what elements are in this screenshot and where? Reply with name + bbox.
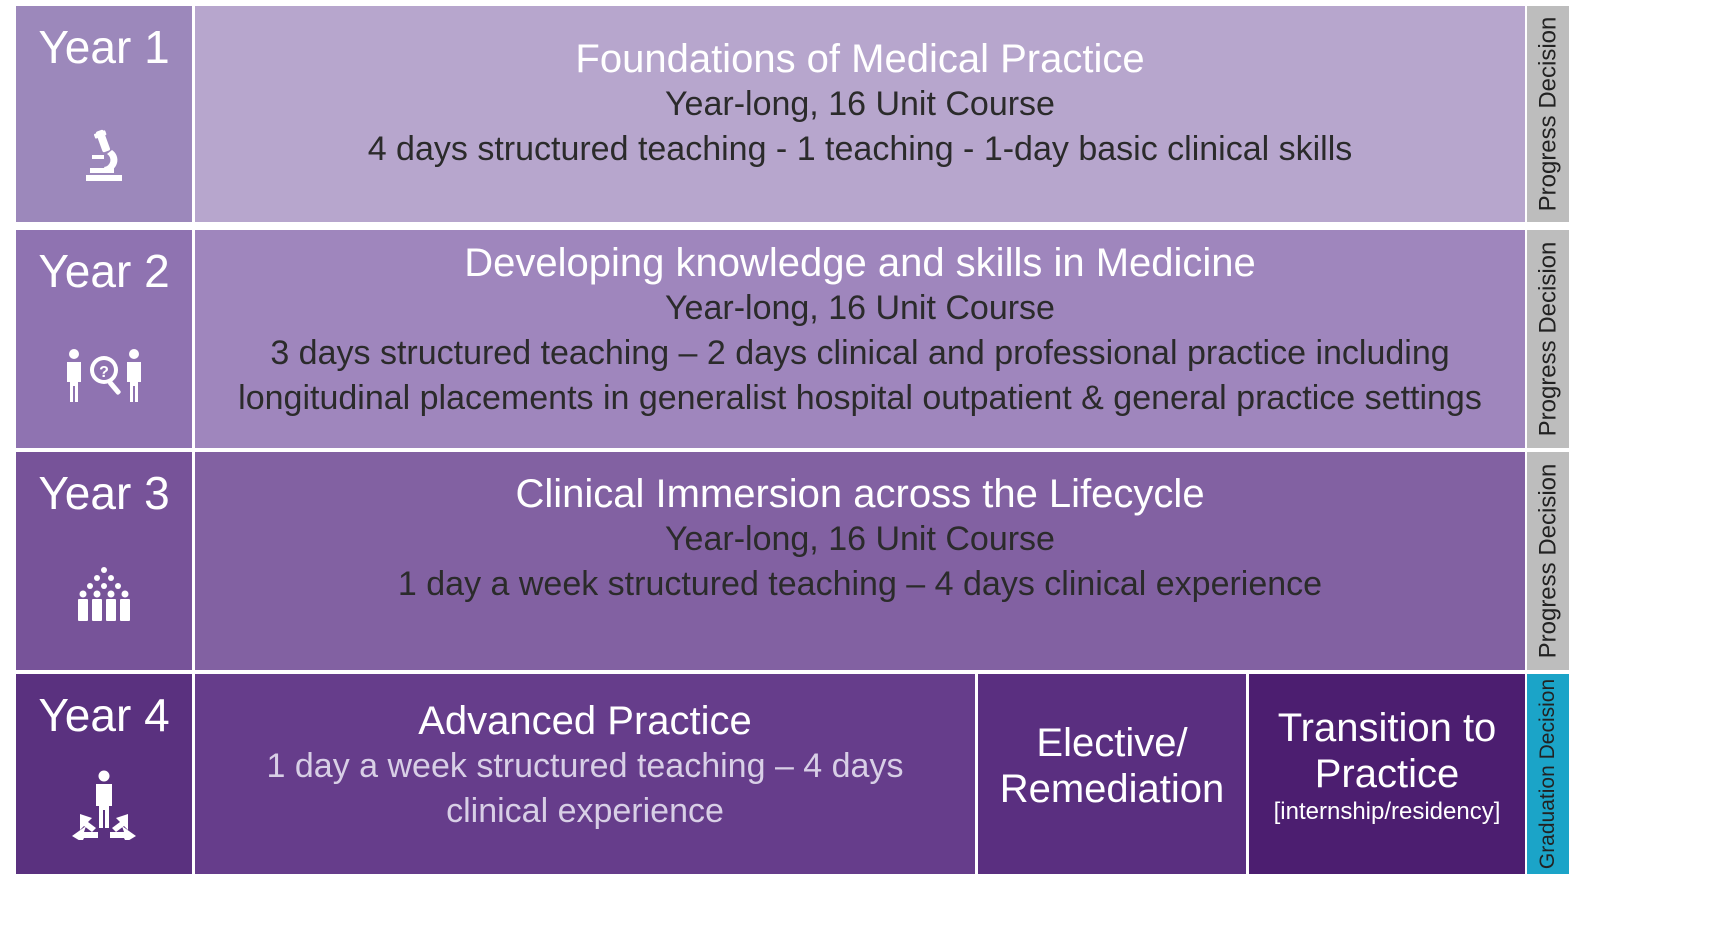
year2-label: Year 2 bbox=[38, 245, 170, 297]
year4-advanced-practice-cell: Advanced Practice 1 day a week structure… bbox=[195, 674, 975, 874]
year4-transition-cell: Transition to Practice [internship/resid… bbox=[1249, 674, 1525, 874]
year4-elective-cell: Elective/ Remediation bbox=[978, 674, 1246, 874]
year2-course-title: Developing knowledge and skills in Medic… bbox=[464, 240, 1256, 285]
year3-label: Year 3 bbox=[38, 467, 170, 519]
year3-progress-decision-label: Progress Decision bbox=[1534, 463, 1561, 659]
year3-course-duration: Year-long, 16 Unit Course bbox=[665, 520, 1055, 558]
year2-progress-decision: Progress Decision bbox=[1527, 230, 1569, 448]
year1-course-title: Foundations of Medical Practice bbox=[575, 37, 1145, 81]
year1-label: Year 1 bbox=[38, 21, 170, 73]
year4-transition-line2: Practice bbox=[1314, 752, 1460, 796]
microscope-icon bbox=[16, 128, 192, 187]
year1-course-structure: 4 days structured teaching - 1 teaching … bbox=[367, 130, 1353, 168]
year4-label-cell: Year 4 bbox=[16, 674, 192, 874]
year4-elective-line2: Remediation bbox=[999, 767, 1225, 811]
year4-label: Year 4 bbox=[38, 689, 170, 741]
consultation-icon: ? bbox=[16, 348, 192, 409]
year2-label-cell: Year 2 ? bbox=[16, 230, 192, 448]
year2-progress-decision-label: Progress Decision bbox=[1534, 241, 1561, 437]
year3-label-cell: Year 3 bbox=[16, 452, 192, 670]
year2-course-duration: Year-long, 16 Unit Course bbox=[665, 288, 1055, 327]
year2-course-placements: longitudinal placements in generalist ho… bbox=[238, 378, 1482, 417]
year4-advanced-practice-line2: clinical experience bbox=[446, 792, 724, 830]
year4-advanced-practice-title: Advanced Practice bbox=[418, 699, 752, 743]
year3-progress-decision: Progress Decision bbox=[1527, 452, 1569, 670]
year3-course-title: Clinical Immersion across the Lifecycle bbox=[515, 472, 1205, 516]
year1-progress-decision: Progress Decision bbox=[1527, 6, 1569, 222]
year1-course-duration: Year-long, 16 Unit Course bbox=[665, 85, 1055, 123]
year1-course-cell: Foundations of Medical Practice Year-lon… bbox=[195, 6, 1525, 222]
year1-label-cell: Year 1 bbox=[16, 6, 192, 222]
year3-course-cell: Clinical Immersion across the Lifecycle … bbox=[195, 452, 1525, 670]
career-paths-icon bbox=[16, 770, 192, 845]
year4-elective-line1: Elective/ bbox=[1036, 721, 1188, 765]
year4-transition-note: [internship/residency] bbox=[1273, 798, 1501, 825]
year2-course-cell: Developing knowledge and skills in Medic… bbox=[195, 230, 1525, 448]
year1-progress-decision-label: Progress Decision bbox=[1534, 16, 1561, 212]
group-icon bbox=[16, 566, 192, 627]
year4-advanced-practice-line1: 1 day a week structured teaching – 4 day… bbox=[266, 747, 904, 785]
year4-transition-line1: Transition to bbox=[1277, 706, 1497, 750]
year4-graduation-decision-label: Graduation Decision bbox=[1536, 678, 1559, 870]
year3-course-structure: 1 day a week structured teaching – 4 day… bbox=[397, 565, 1323, 603]
year4-graduation-decision: Graduation Decision bbox=[1527, 674, 1569, 874]
svg-text:?: ? bbox=[99, 364, 109, 381]
year2-course-structure: 3 days structured teaching – 2 days clin… bbox=[270, 333, 1450, 372]
